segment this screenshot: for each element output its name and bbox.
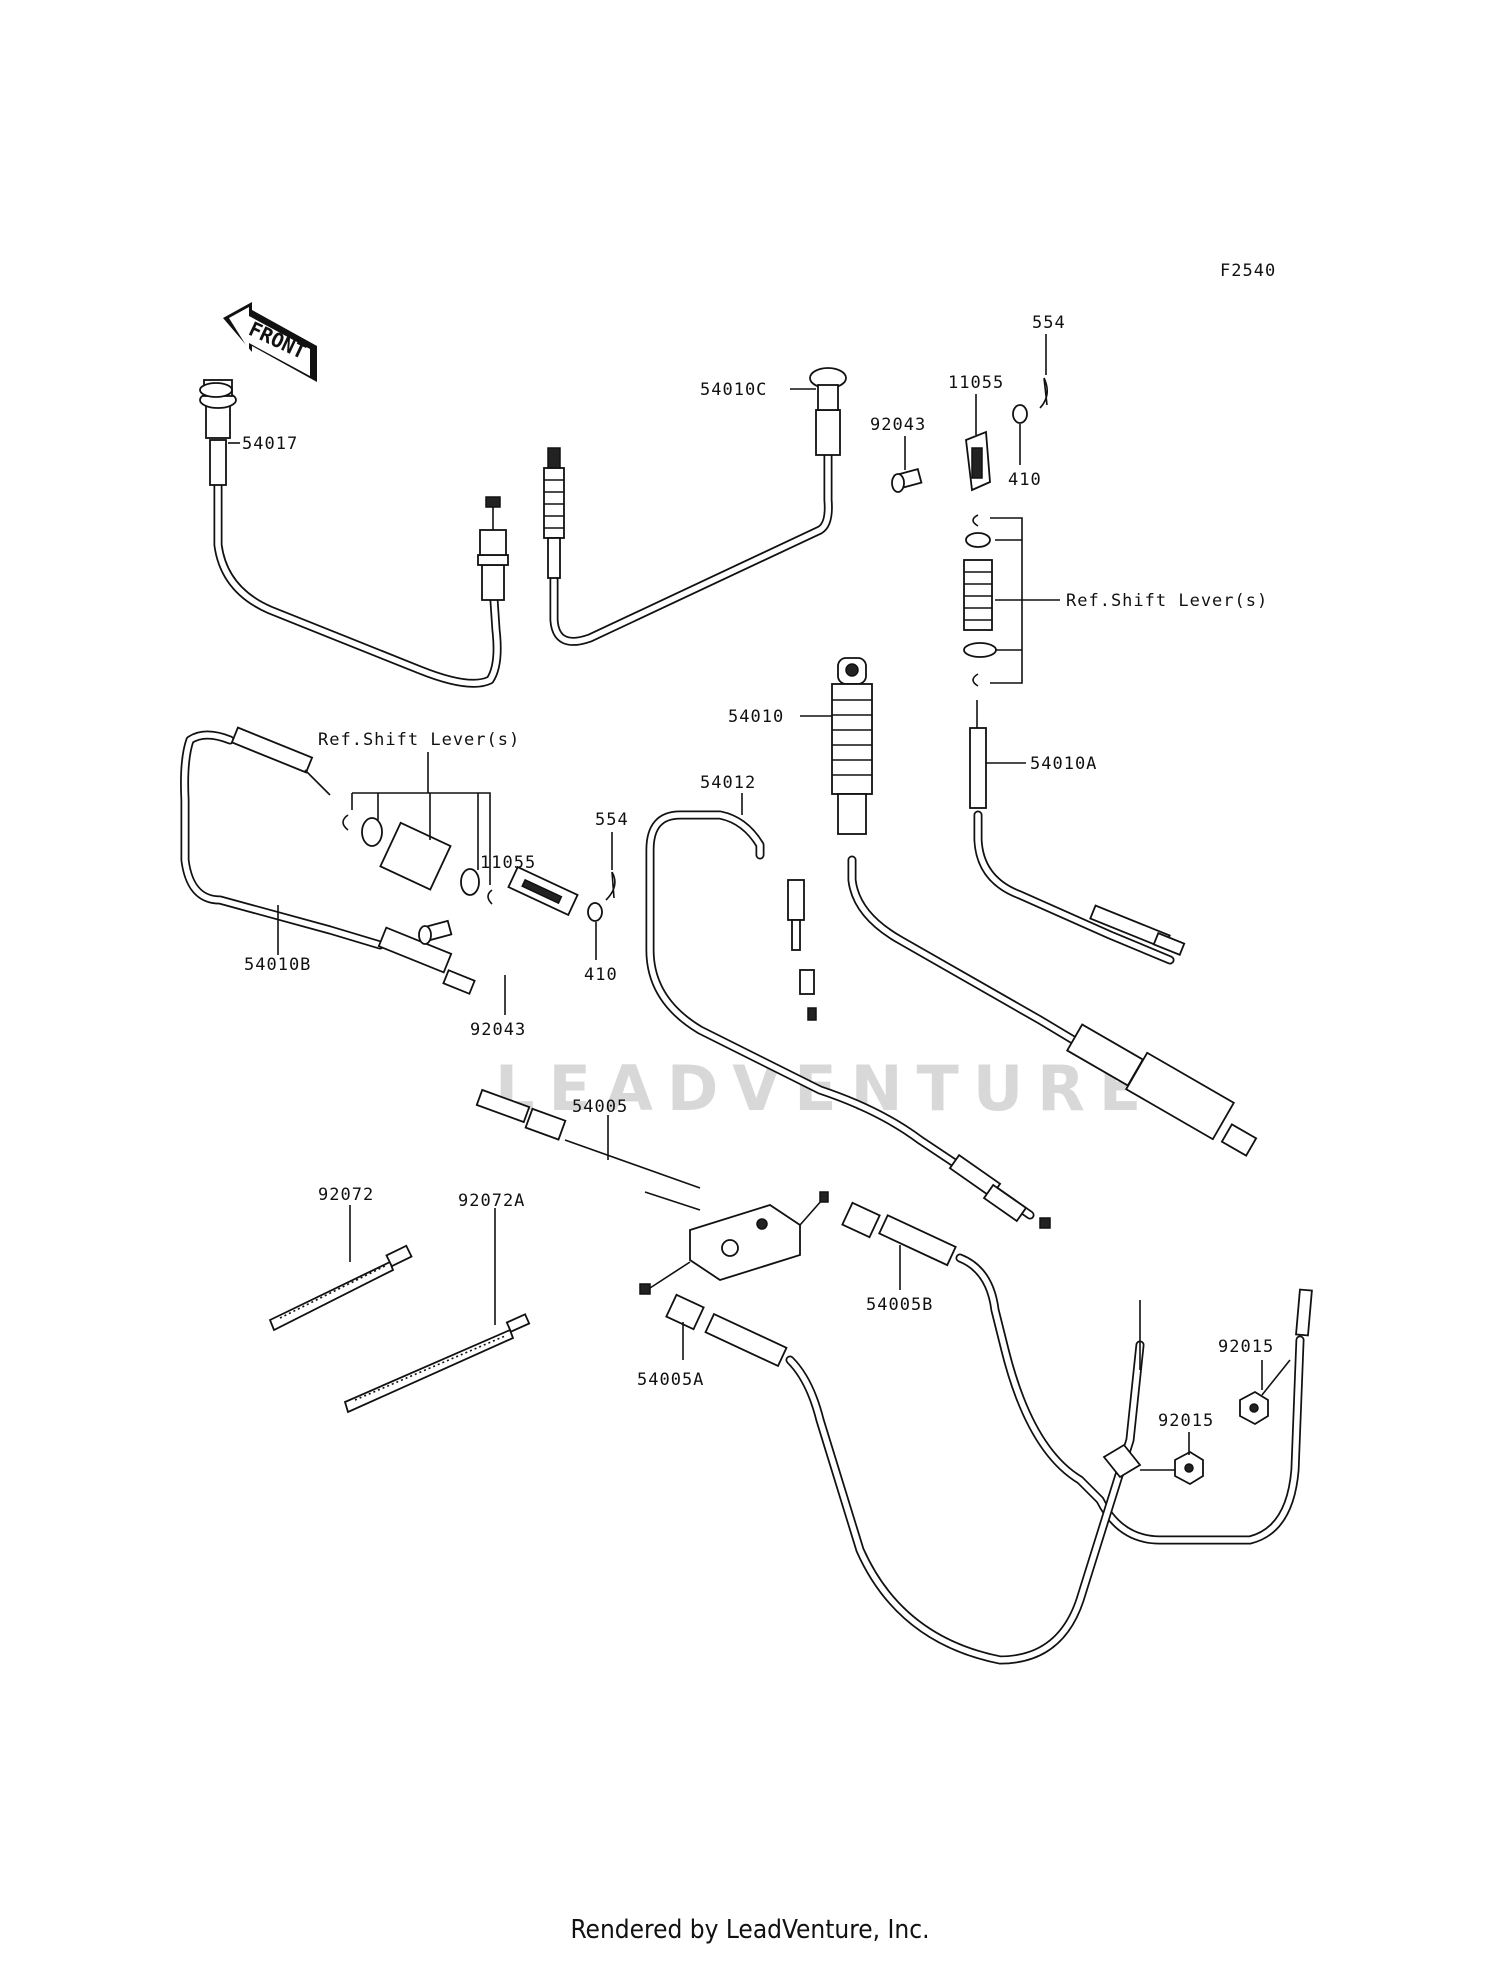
bracket-ref-top bbox=[990, 517, 1060, 684]
diagram-code: F2540 bbox=[1220, 261, 1276, 281]
label-54005A: 54005A bbox=[637, 1370, 704, 1390]
label-92043-mid: 92043 bbox=[470, 1020, 526, 1040]
pin-92043-top[interactable] bbox=[891, 468, 923, 493]
cotter-pin-554-top[interactable] bbox=[1039, 377, 1048, 409]
cable-54010C[interactable] bbox=[543, 367, 847, 646]
label-54012: 54012 bbox=[700, 773, 756, 793]
label-54010B: 54010B bbox=[244, 955, 311, 975]
cotter-pin-554-mid[interactable] bbox=[605, 871, 616, 901]
ref-note-top: Ref.Shift Lever(s) bbox=[1066, 591, 1268, 611]
cable-54017[interactable] bbox=[199, 379, 509, 688]
label-54010A: 54010A bbox=[1030, 754, 1097, 774]
label-54005: 54005 bbox=[572, 1097, 628, 1117]
bracket-ref-mid bbox=[351, 792, 491, 885]
clevis-11055-top[interactable] bbox=[965, 430, 991, 492]
cable-54005B[interactable] bbox=[799, 1191, 1313, 1545]
label-410-mid: 410 bbox=[584, 965, 618, 985]
label-92015-a: 92015 bbox=[1218, 1337, 1274, 1357]
cable-54005[interactable] bbox=[475, 1088, 801, 1281]
label-554-top: 554 bbox=[1032, 313, 1066, 333]
cable-tie-92072[interactable] bbox=[268, 1244, 413, 1332]
clevis-11055-mid[interactable] bbox=[507, 865, 579, 917]
footer-credit: Rendered by LeadVenture, Inc. bbox=[570, 1915, 930, 1945]
label-410-top: 410 bbox=[1008, 470, 1042, 490]
label-54010: 54010 bbox=[728, 707, 784, 727]
label-92072: 92072 bbox=[318, 1185, 374, 1205]
washer-410-top[interactable] bbox=[1012, 404, 1028, 424]
cable-54010[interactable] bbox=[831, 657, 1258, 1157]
label-92072A: 92072A bbox=[458, 1191, 525, 1211]
nut-92015-a[interactable] bbox=[1239, 1390, 1269, 1426]
cable-tie-92072A[interactable] bbox=[343, 1313, 531, 1414]
leader-92015-a bbox=[1261, 1359, 1291, 1396]
label-11055-top: 11055 bbox=[948, 373, 1004, 393]
shift-lever-kit-top[interactable] bbox=[963, 514, 997, 687]
front-arrow-icon: FRONT bbox=[223, 302, 317, 382]
nut-92015-b[interactable] bbox=[1174, 1450, 1204, 1486]
shift-lever-kit-mid[interactable] bbox=[342, 814, 493, 905]
label-54005B: 54005B bbox=[866, 1295, 933, 1315]
label-92015-b: 92015 bbox=[1158, 1411, 1214, 1431]
cable-54012[interactable] bbox=[645, 810, 1051, 1229]
pin-92043-mid[interactable] bbox=[418, 919, 453, 945]
label-54010C: 54010C bbox=[700, 380, 767, 400]
washer-410-mid[interactable] bbox=[587, 902, 603, 922]
cable-54010B[interactable] bbox=[180, 726, 476, 995]
label-54017: 54017 bbox=[242, 434, 298, 454]
label-11055-mid: 11055 bbox=[480, 853, 536, 873]
cable-54010A[interactable] bbox=[969, 700, 1186, 965]
label-92043-top: 92043 bbox=[870, 415, 926, 435]
cable-54005A[interactable] bbox=[639, 1261, 1145, 1665]
ref-note-mid: Ref.Shift Lever(s) bbox=[318, 730, 520, 750]
label-554-mid: 554 bbox=[595, 810, 629, 830]
